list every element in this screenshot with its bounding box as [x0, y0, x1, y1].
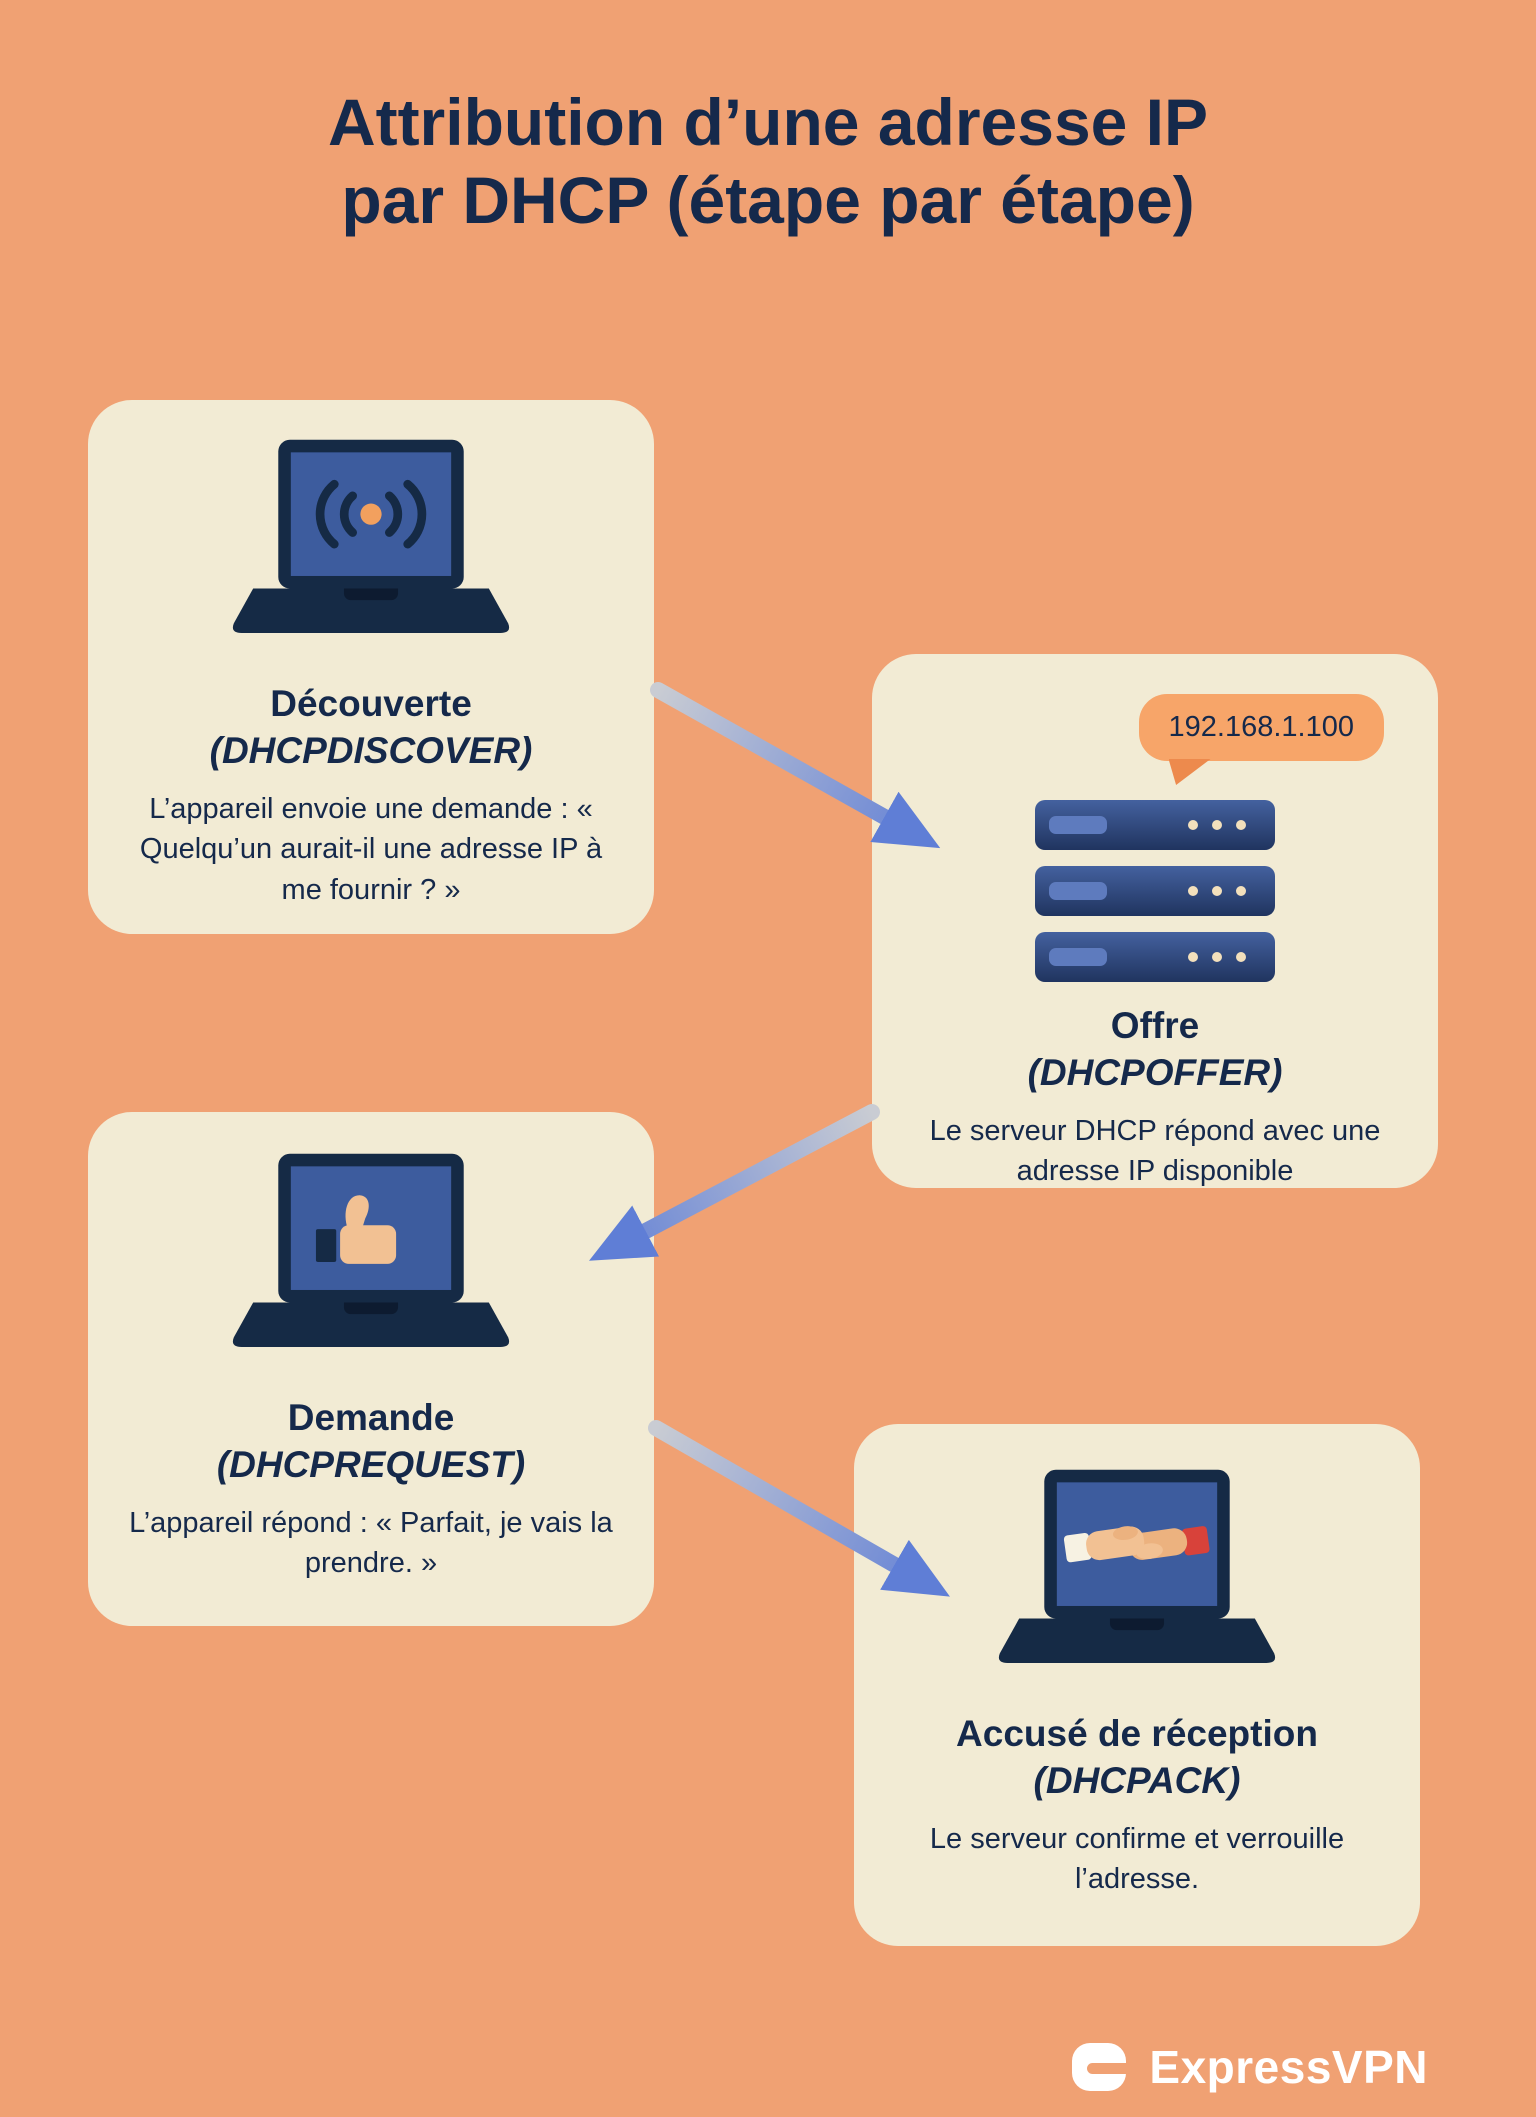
brand-logo: ExpressVPN [1072, 2040, 1428, 2094]
arrow-offer-to-request [589, 1104, 880, 1261]
step-protocol: (DHCPDISCOVER) [209, 730, 533, 772]
step-body: L’appareil répond : « Parfait, je vais l… [129, 1506, 613, 1580]
laptop-broadcast-icon [216, 434, 526, 660]
step-body: Le serveur DHCP répond avec une adresse … [929, 1114, 1381, 1188]
step-protocol: (DHCPOFFER) [1027, 1052, 1283, 1094]
step-heading: Demande [287, 1397, 455, 1438]
step-card-request: Demande (DHCPREQUEST) L’appareil répond … [88, 1112, 654, 1626]
step-heading: Offre [1110, 1005, 1200, 1046]
step-heading: Découverte [270, 683, 472, 724]
ip-speech-bubble: 192.168.1.100 [1138, 694, 1384, 785]
step-card-discover: Découverte (DHCPDISCOVER) L’appareil env… [88, 400, 654, 934]
step-protocol: (DHCPACK) [1033, 1760, 1241, 1802]
arrow-discover-to-offer [650, 682, 941, 849]
page-title: Attribution d’une adresse IP par DHCP (é… [0, 84, 1536, 240]
speech-bubble-tail [1168, 759, 1211, 785]
laptop-handshake-icon [982, 1464, 1292, 1690]
brand-wordmark: ExpressVPN [1149, 2041, 1428, 2093]
step-protocol: (DHCPREQUEST) [216, 1444, 526, 1486]
step-card-ack: Accusé de réception (DHCPACK) Le serveur… [854, 1424, 1420, 1946]
page-title-line1: Attribution d’une adresse IP [327, 85, 1209, 159]
laptop-thumbs-up-icon [216, 1148, 526, 1374]
step-body: L’appareil envoie une demande : « Quelqu… [139, 792, 603, 906]
step-body: Le serveur confirme et verrouille l’adre… [929, 1822, 1345, 1896]
page-title-line2: par DHCP (étape par étape) [341, 162, 1195, 237]
expressvpn-logo-icon [1072, 2040, 1133, 2094]
server-stack-icon [1035, 800, 1275, 982]
step-heading: Accusé de réception [956, 1713, 1318, 1754]
ip-address-label: 192.168.1.100 [1168, 711, 1354, 743]
step-card-offer: 192.168.1.100 [872, 654, 1438, 1188]
